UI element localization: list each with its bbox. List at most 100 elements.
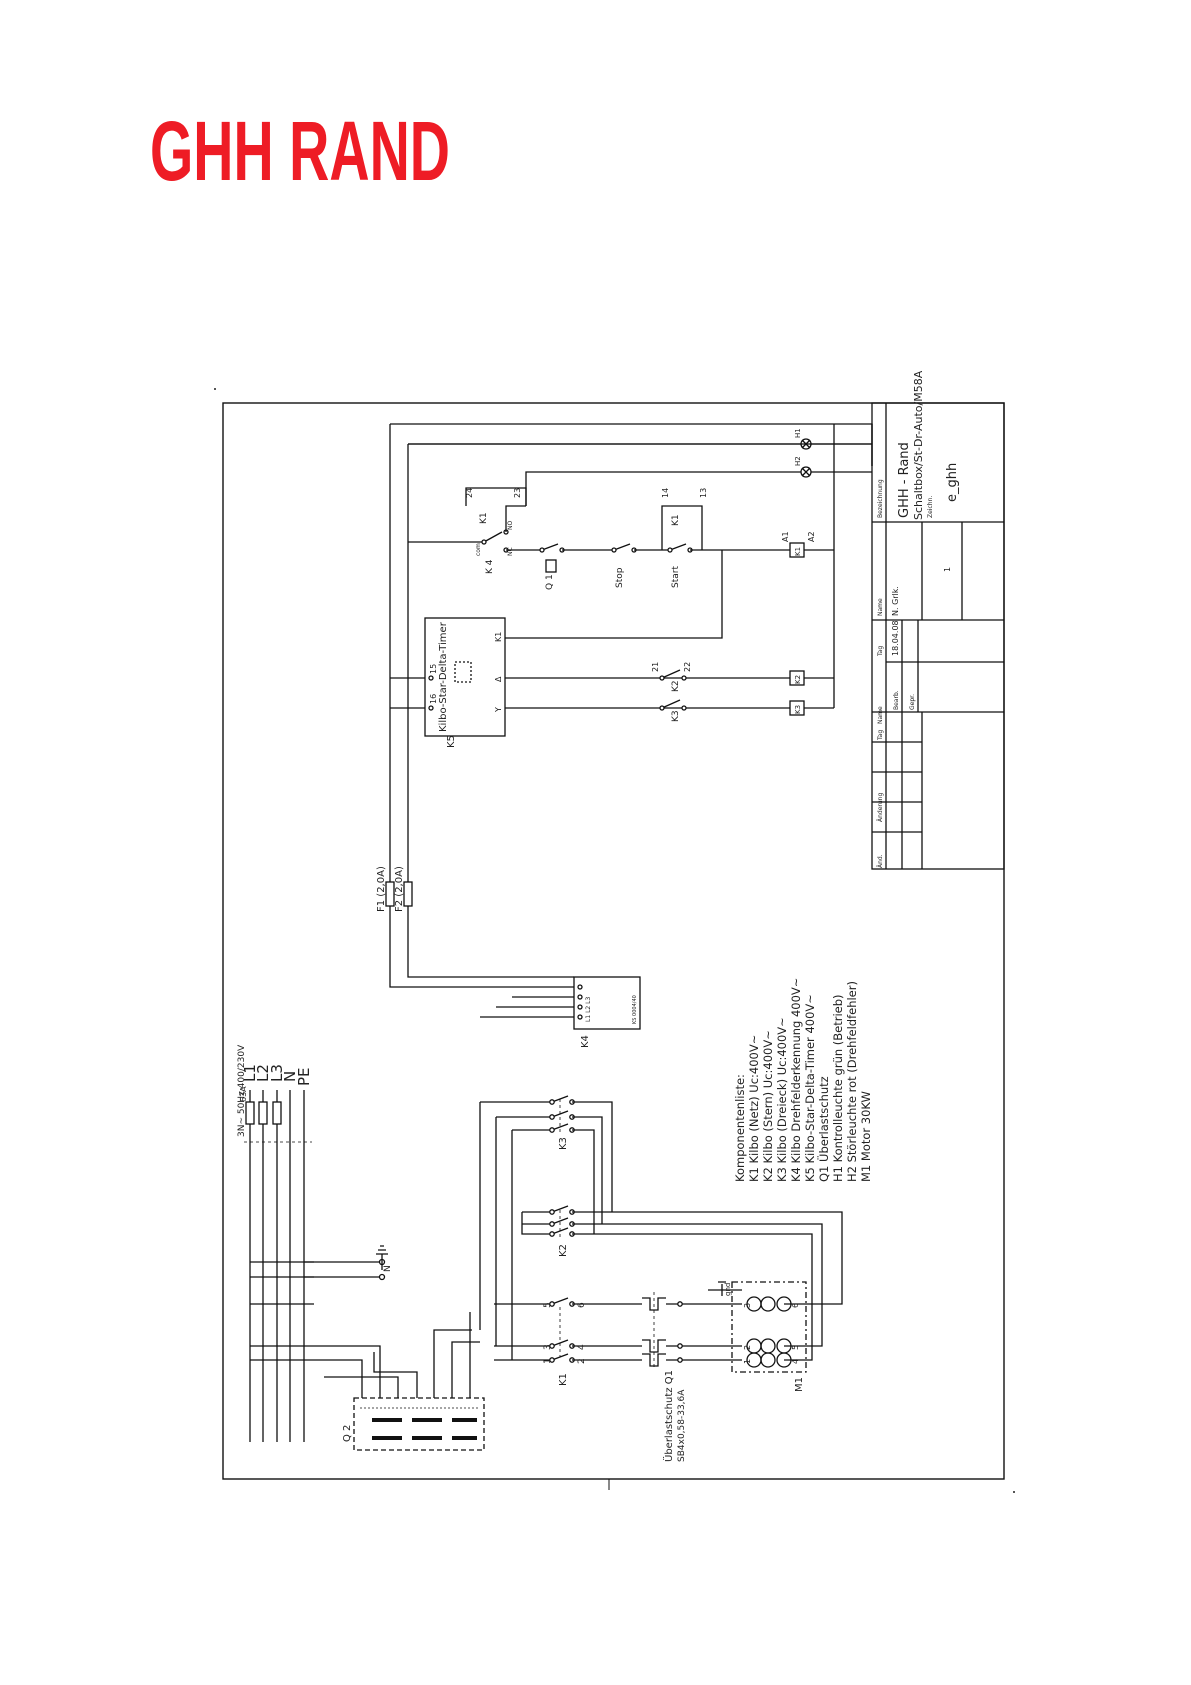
- timer-title: Kilbo-Star-Delta-Timer: [438, 621, 449, 732]
- component-item: Q1 Überlastschutz: [815, 1076, 831, 1182]
- k1-pin-5: 5: [543, 1302, 553, 1308]
- k3-label: K3: [558, 1137, 569, 1150]
- k4-nc-label: NC: [507, 547, 514, 556]
- timer-pin-16: 16: [429, 694, 438, 704]
- pin-22: 22: [683, 662, 692, 672]
- timer-pin-delta: Δ: [494, 676, 503, 682]
- pin-21: 21: [651, 662, 660, 672]
- overload-label: Überlastschutz Q1: [662, 1370, 675, 1462]
- contactor-k3: [479, 1095, 613, 1360]
- phase-l3: L3: [268, 1064, 286, 1082]
- fuse-f1: F1 (2,0A): [376, 866, 387, 912]
- pin-a1: A1: [781, 531, 790, 542]
- overload-range: SB4x0,58-33,6A: [677, 1389, 687, 1462]
- tb-aenderung: Änderung: [877, 793, 884, 822]
- schematic-labels: 3N~ 50Hz 400/230V 63A L1 L2 L3 N PE Q 2 …: [237, 428, 816, 1462]
- n-terminal-label: N: [383, 1265, 393, 1272]
- neutral-earth-terminals: [304, 1245, 388, 1281]
- component-item: K4 Kilbo Drehfelderkennung 400V~: [789, 978, 803, 1182]
- lamp-h2: H2: [794, 456, 802, 466]
- tb-aend: Änd.: [877, 854, 884, 868]
- pin-24: 24: [465, 488, 474, 498]
- scan-mark: [1013, 1491, 1015, 1493]
- lamp-h1: H1: [794, 428, 802, 438]
- pin-14: 14: [661, 488, 670, 498]
- tb-drawing-no: e_ghh: [945, 463, 960, 502]
- tb-title: Schaltbox/St-Dr-Auto/M58A: [912, 370, 925, 520]
- scan-mark: [214, 388, 216, 390]
- component-item: M1 Motor 30KW: [859, 1091, 873, 1182]
- start-label: Start: [671, 566, 681, 588]
- motor-m1: [708, 1281, 807, 1373]
- timer-pin-k1: K1: [494, 632, 503, 642]
- contactor-k1: [494, 1297, 642, 1363]
- pin-23: 23: [513, 488, 522, 498]
- tb-bearb: Bearb.: [893, 690, 900, 710]
- tb-company: GHH - Rand: [897, 442, 912, 518]
- k1-hold-label: K1: [671, 514, 681, 526]
- k2-label: K2: [558, 1244, 569, 1257]
- stop-label: Stop: [615, 567, 625, 588]
- motor-label: M1: [794, 1377, 805, 1392]
- k1-aux-label: K1: [479, 512, 489, 524]
- gnd-label: gnd: [724, 1283, 732, 1296]
- k2-rung: [659, 669, 805, 686]
- logo-text: GHH RAND: [150, 104, 450, 198]
- tb-sheet: 1: [943, 567, 952, 572]
- phase-l1: L1: [241, 1064, 259, 1082]
- k4-label: K4: [580, 1035, 591, 1048]
- tb-gepr: Gepr.: [909, 694, 916, 710]
- fuse-f2: F2 (2,0A): [394, 866, 405, 912]
- phase-pe: PE: [295, 1067, 313, 1086]
- tb-tag2: Tag: [877, 730, 884, 741]
- k1-pin-3: 3: [543, 1344, 553, 1350]
- motor-t3: 3: [743, 1303, 752, 1308]
- k3-contact-label: K3: [671, 710, 681, 722]
- q1-control-label: Q 1: [545, 574, 555, 590]
- motor-t1: 1: [743, 1359, 752, 1364]
- timer-pin-y: Y: [494, 707, 503, 713]
- title-block-texts: Bezeichnung GHH - Rand Schaltbox/St-Dr-A…: [877, 370, 960, 868]
- supply-label: 3N~ 50Hz 400/230V: [237, 1044, 247, 1137]
- k4-tag: KS 0004/40: [632, 995, 638, 1024]
- overload-q1: [642, 1292, 742, 1370]
- k4-inputs: L1 L2 L3: [585, 997, 592, 1022]
- pin-a2: A2: [807, 531, 816, 542]
- component-item: K5 Kilbo-Star-Delta-Timer 400V~: [803, 994, 817, 1182]
- coil-k3: K3: [794, 705, 802, 714]
- tb-tag-head: Tag: [877, 646, 884, 657]
- feeder-wires: [250, 1261, 480, 1398]
- phase-n: N: [281, 1071, 299, 1082]
- k4-com-label: com: [475, 543, 482, 556]
- component-item: K1 Kilbo (Netz) Uc:400V~: [747, 1035, 761, 1182]
- component-item: H1 Kontrolleuchte grün (Betrieb): [831, 994, 845, 1182]
- component-item: K2 Kilbo (Stern) Uc:400V~: [761, 1030, 775, 1182]
- timer-pin-15: 15: [429, 664, 438, 674]
- component-item: K3 Kilbo (Dreieck) Uc:400V~: [775, 1017, 789, 1182]
- k4-contact-label: K 4: [485, 559, 495, 574]
- tb-author: N. Grlk.: [891, 586, 900, 616]
- control-rung: [408, 424, 835, 708]
- component-list: Komponentenliste: K1 Kilbo (Netz) Uc:400…: [733, 978, 873, 1182]
- wiring-schematic: 3N~ 50Hz 400/230V 63A L1 L2 L3 N PE Q 2 …: [222, 370, 1005, 1490]
- component-list-heading: Komponentenliste:: [733, 1074, 747, 1182]
- coil-k2: K2: [794, 675, 802, 684]
- phase-l2: L2: [254, 1064, 272, 1082]
- component-item: H2 Störleuchte rot (Drehfeldfehler): [845, 981, 859, 1182]
- motor-t4: 4: [791, 1359, 800, 1364]
- motor-t5: 5: [791, 1345, 800, 1350]
- timer-k5: [390, 550, 834, 737]
- pin-13: 13: [699, 488, 708, 498]
- tb-name2: Name: [877, 706, 884, 724]
- motor-t2: 2: [743, 1345, 752, 1350]
- drawing-frame: [222, 402, 1005, 1480]
- k1-pin-1: 1: [543, 1358, 553, 1364]
- k2-contact-label: K2: [671, 680, 681, 692]
- title-block: [871, 402, 1005, 870]
- k1-pin-6: 6: [577, 1302, 587, 1308]
- tb-bezeichnung: Bezeichnung: [877, 479, 884, 518]
- fuse-rating: 63A: [239, 1086, 248, 1102]
- tb-date: 18.04.08: [891, 620, 900, 656]
- phase-monitor-k4: [480, 976, 641, 1030]
- timer-name: K5: [446, 735, 457, 748]
